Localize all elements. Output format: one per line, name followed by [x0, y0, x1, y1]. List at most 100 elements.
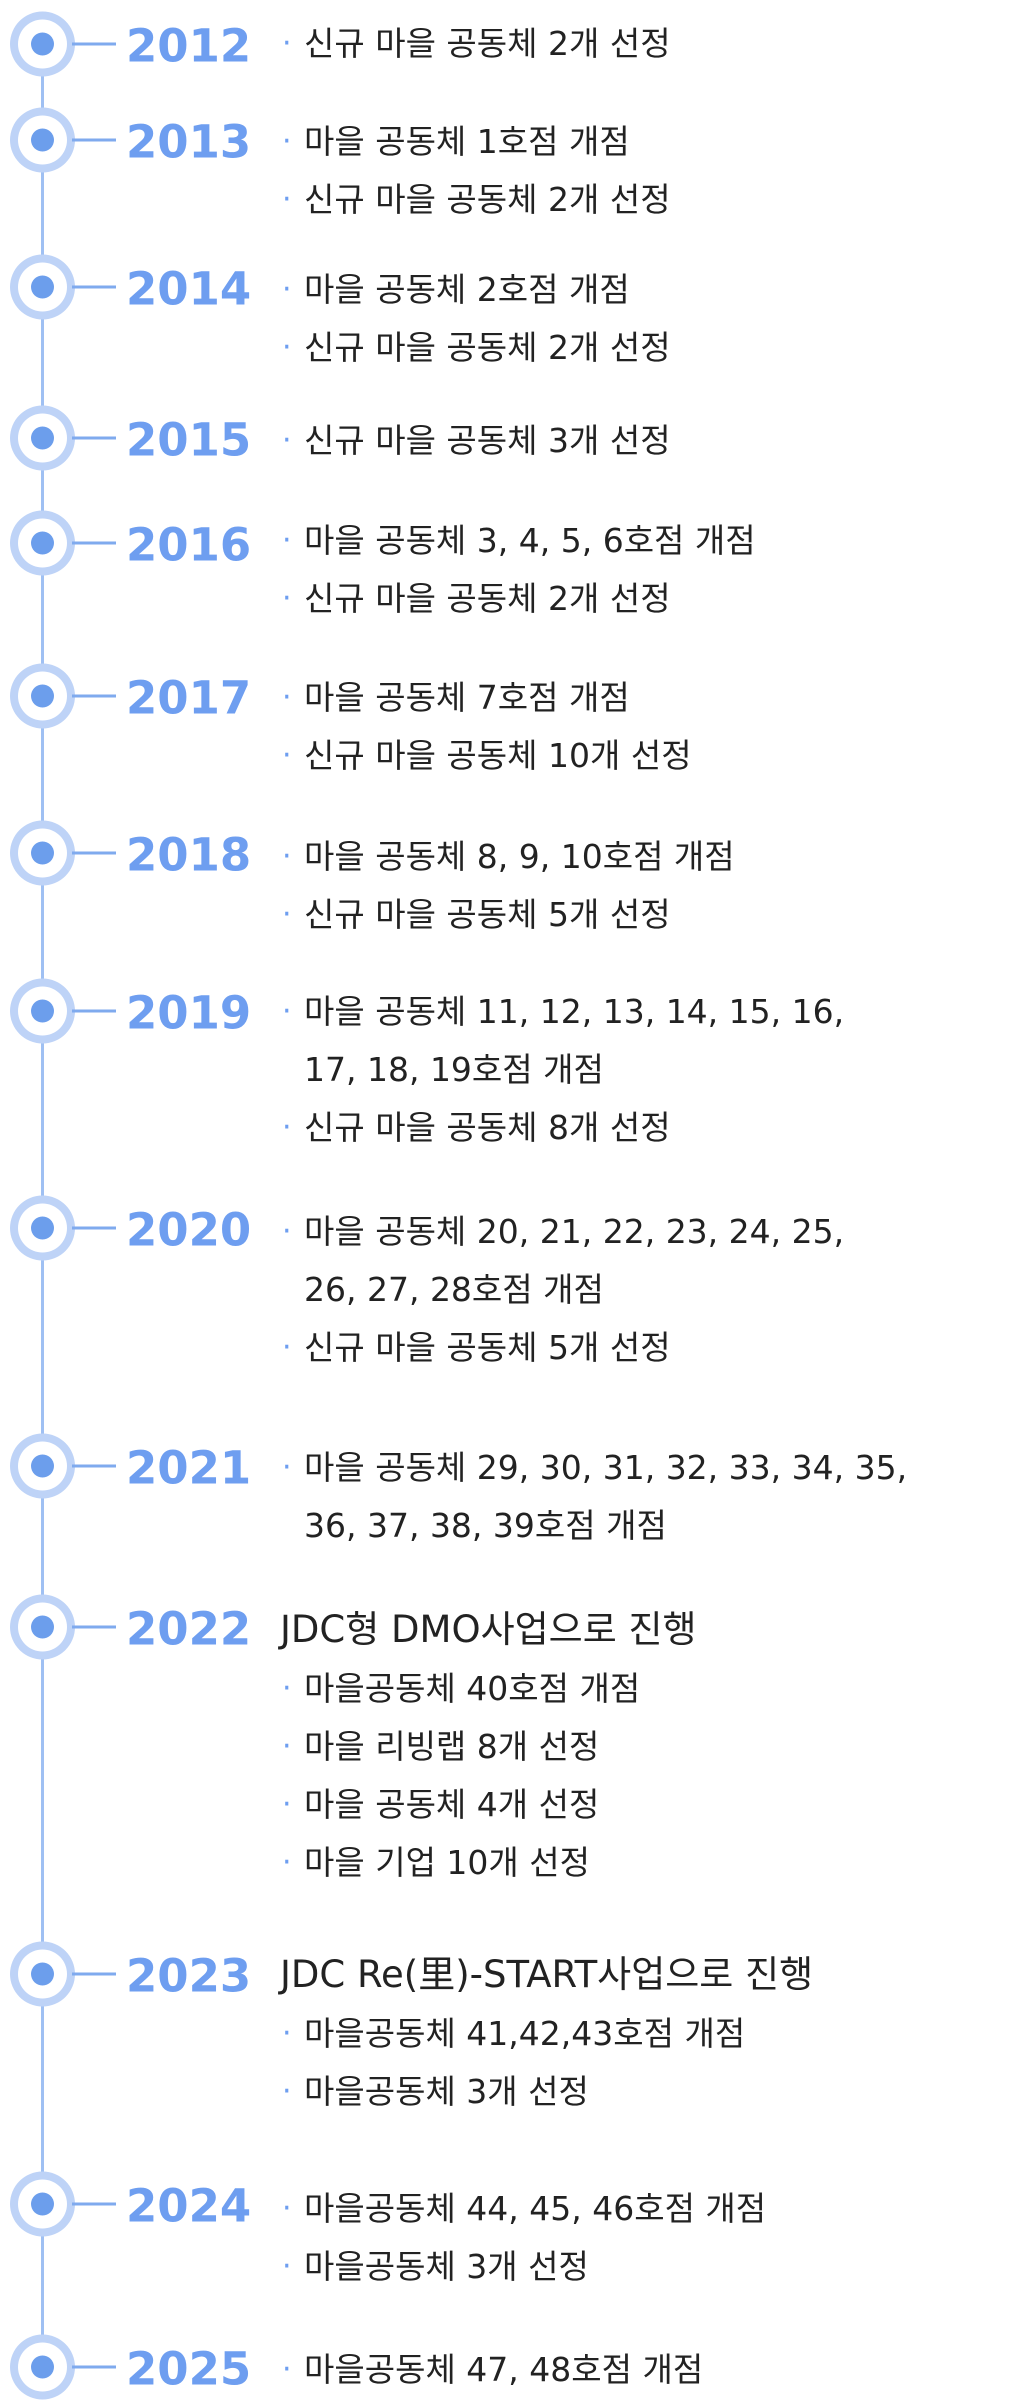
bullet-dot-icon: · — [282, 1787, 292, 1822]
entry-item-text: 신규 마을 공동체 2개 선정 — [304, 24, 671, 63]
bullet-dot-icon: · — [282, 1450, 292, 1485]
entry-item: · 마을공동체 3개 선정 — [280, 2063, 980, 2121]
entry-item-text: 마을 리빙랩 8개 선정 — [304, 1727, 600, 1766]
timeline-connector — [72, 694, 116, 698]
entry-item-text: 신규 마을 공동체 5개 선정 — [304, 895, 671, 934]
entry-item: ·마을공동체 3개 선정 — [280, 2238, 980, 2296]
entry-item-text: 26, 27, 28호점 개점 — [304, 1270, 604, 1309]
entry-items: JDC형 DMO사업으로 진행 · 마을공동체 40호점 개점 · 마을 리빙랩 8개 … — [280, 1600, 980, 1892]
bullet-dot-icon: · — [282, 423, 292, 458]
entry-item: ·신규 마을 공동체 2개 선정 — [280, 319, 980, 377]
entry-item-text: 마을 공동체 20, 21, 22, 23, 24, 25, — [304, 1212, 845, 1251]
bullet-dot-icon: · — [282, 26, 292, 61]
entry-item-text: 마을공동체 47, 48호점 개점 — [304, 2350, 704, 2389]
entry-item: · 마을 공동체 4개 선정 — [280, 1776, 980, 1834]
year-label: 2019 — [126, 986, 252, 1040]
entry-item-text: 마을 공동체 4개 선정 — [304, 1785, 600, 1824]
timeline-node — [10, 405, 75, 471]
timeline-connector — [72, 1625, 116, 1629]
entry-items: ·마을 공동체 11, 12, 13, 14, 15, 16, 17, 18, 1… — [280, 983, 980, 1157]
bullet-dot-icon: · — [282, 1729, 292, 1764]
entry-items: ·마을공동체 47, 48호점 개점 — [280, 2341, 980, 2399]
bullet-dot-icon: · — [282, 1845, 292, 1880]
entry-items: JDC Re(里)-START사업으로 진행·마을공동체 41,42,43호점 … — [280, 1945, 980, 2121]
entry-item-text: 17, 18, 19호점 개점 — [304, 1050, 604, 1089]
timeline-connector — [72, 2365, 116, 2369]
bullet-dot-icon: · — [282, 2074, 292, 2109]
timeline-node — [10, 2171, 75, 2237]
entry-item-text: 마을공동체 44, 45, 46호점 개점 — [304, 2189, 767, 2228]
year-label: 2021 — [126, 1441, 252, 1495]
entry-item-text: 마을 공동체 7호점 개점 — [304, 678, 630, 717]
entry-item: ·신규 마을 공동체 8개 선정 — [280, 1099, 980, 1157]
entry-item-text: 마을 공동체 3, 4, 5, 6호점 개점 — [304, 521, 756, 560]
timeline-node — [10, 1594, 75, 1660]
timeline-node — [10, 663, 75, 729]
entry-item: · 마을 공동체 3, 4, 5, 6호점 개점 — [280, 512, 980, 570]
timeline-node — [10, 11, 75, 77]
entry-items: ·마을 공동체 20, 21, 22, 23, 24, 25,26, 27, 2… — [280, 1203, 980, 1377]
entry-item: 36, 37, 38, 39호점 개점 — [280, 1497, 980, 1555]
entry-item: · 마을 공동체 29, 30, 31, 32, 33, 34, 35, — [280, 1439, 980, 1497]
year-label: 2017 — [126, 671, 252, 725]
timeline-connector — [72, 138, 116, 142]
timeline-connector — [72, 1009, 116, 1013]
entry-item-text: 신규 마을 공동체 2개 선정 — [304, 579, 671, 618]
entry-item: ·마을 공동체 11, 12, 13, 14, 15, 16, — [280, 983, 980, 1041]
timeline-connector — [72, 1464, 116, 1468]
entry-item: · 신규 마을 공동체 5개 선정 — [280, 886, 980, 944]
year-label: 2016 — [126, 518, 252, 572]
entry-item: · 신규 마을 공동체 2개 선정 — [280, 15, 980, 73]
timeline-connector — [72, 851, 116, 855]
bullet-dot-icon: · — [282, 680, 292, 715]
bullet-dot-icon: · — [282, 2191, 292, 2226]
entry-item: 26, 27, 28호점 개점 — [280, 1261, 980, 1319]
timeline-node — [10, 1941, 75, 2007]
timeline-node — [10, 1195, 75, 1261]
year-label: 2018 — [126, 828, 252, 882]
year-label: 2023 — [126, 1949, 252, 2003]
entry-item-text: 마을공동체 3개 선정 — [304, 2072, 589, 2111]
bullet-dot-icon: · — [282, 523, 292, 558]
entry-item-text: 마을공동체 40호점 개점 — [304, 1669, 641, 1708]
entry-item: 17, 18, 19호점 개점 — [280, 1041, 980, 1099]
entry-item-text: 신규 마을 공동체 5개 선정 — [304, 1328, 671, 1367]
bullet-dot-icon: · — [282, 1110, 292, 1145]
bullet-dot-icon: · — [282, 1671, 292, 1706]
timeline-node — [10, 107, 75, 173]
entry-item-text: 신규 마을 공동체 2개 선정 — [304, 328, 671, 367]
year-label: 2014 — [126, 262, 252, 316]
timeline-connector — [72, 541, 116, 545]
timeline-node — [10, 2334, 75, 2400]
entry-item: ·신규 마을 공동체 2개 선정 — [280, 570, 980, 628]
entry-item-text: 마을 공동체 29, 30, 31, 32, 33, 34, 35, — [304, 1448, 908, 1487]
timeline-node — [10, 978, 75, 1044]
timeline-node — [10, 1433, 75, 1499]
entry-item: ·마을공동체 41,42,43호점 개점 — [280, 2005, 980, 2063]
entry-item-text: 마을 공동체 1호점 개점 — [304, 122, 630, 161]
entry-item: ·마을공동체 47, 48호점 개점 — [280, 2341, 980, 2399]
bullet-dot-icon: · — [282, 738, 292, 773]
bullet-dot-icon: · — [282, 839, 292, 874]
year-label: 2022 — [126, 1602, 252, 1656]
entry-item: · 마을 리빙랩 8개 선정 — [280, 1718, 980, 1776]
entry-item: · 마을 공동체 7호점 개점 — [280, 669, 980, 727]
entry-items: · 마을 공동체 3, 4, 5, 6호점 개점 ·신규 마을 공동체 2개 선정 — [280, 512, 980, 628]
entry-items: · 마을 공동체 2호점 개점 ·신규 마을 공동체 2개 선정 — [280, 261, 980, 377]
bullet-dot-icon: · — [282, 272, 292, 307]
timeline-connector — [72, 436, 116, 440]
timeline-node — [10, 510, 75, 576]
entry-heading: JDC형 DMO사업으로 진행 — [280, 1608, 697, 1651]
entry-item: ·신규 마을 공동체 2개 선정 — [280, 171, 980, 229]
entry-item: · 마을 공동체 2호점 개점 — [280, 261, 980, 319]
timeline-connector — [72, 1226, 116, 1230]
timeline-node — [10, 820, 75, 886]
entry-item-text: 마을 공동체 2호점 개점 — [304, 270, 630, 309]
entry-item: ·신규 마을 공동체 10개 선정 — [280, 727, 980, 785]
year-label: 2025 — [126, 2342, 252, 2396]
timeline-connector — [72, 285, 116, 289]
year-label: 2015 — [126, 413, 252, 467]
bullet-dot-icon: · — [282, 897, 292, 932]
entry-items: · 마을 공동체 29, 30, 31, 32, 33, 34, 35, 36, 3… — [280, 1439, 980, 1555]
